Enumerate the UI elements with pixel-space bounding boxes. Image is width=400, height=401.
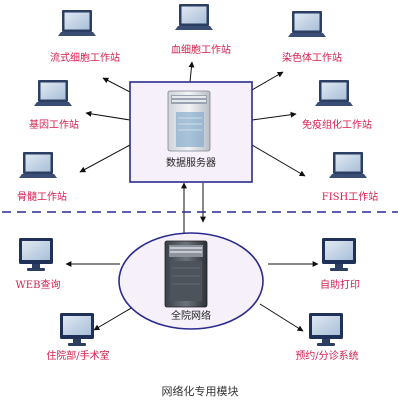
laptop-icon	[34, 80, 72, 106]
monitor-icon	[19, 238, 53, 271]
monitor-web	[19, 238, 53, 271]
server-icon	[167, 90, 211, 152]
label-web-query: WEB查询	[15, 280, 61, 291]
laptop-fish	[329, 152, 367, 178]
monitor-icon	[309, 313, 343, 346]
laptop-icon	[315, 80, 353, 106]
laptop-gene	[34, 80, 72, 106]
server-arrows	[79, 61, 306, 177]
label-ward-surgery: 住院部/手术室	[46, 351, 110, 362]
monitor-ward	[60, 313, 94, 346]
laptop-icon	[19, 152, 57, 178]
monitor-appt	[309, 313, 343, 346]
laptop-icon	[58, 10, 96, 36]
laptop-immuno	[315, 80, 353, 106]
arrow-to-immuno	[251, 111, 297, 121]
label-gene-station: 基因工作站	[29, 120, 79, 131]
hospital-network-node	[118, 232, 264, 330]
laptop-icon	[329, 152, 367, 178]
monitor-icon	[60, 313, 94, 346]
laptop-icon	[288, 11, 326, 37]
label-chromo-station: 染色体工作站	[282, 53, 342, 64]
arrow-to-appt	[259, 303, 304, 332]
laptop-flow	[58, 10, 96, 36]
tower-server-icon	[164, 240, 208, 308]
laptop-icon	[175, 4, 213, 30]
label-blood-station: 血细胞工作站	[171, 45, 231, 56]
label-self-print: 自助打印	[320, 280, 360, 291]
label-fish-station: FISH工作站	[321, 192, 379, 203]
arrow-to-blood	[188, 61, 195, 83]
arrow-to-marrow	[79, 144, 131, 173]
label-data-server: 数据服务器	[166, 158, 216, 169]
laptop-blood	[175, 4, 213, 30]
label-hospital-network: 全院网络	[171, 311, 211, 322]
laptop-chromo	[288, 11, 326, 37]
monitor-icon	[322, 238, 356, 271]
laptop-marrow	[19, 152, 57, 178]
label-immuno-station: 免疫组化工作站	[302, 120, 372, 131]
data-server-node	[129, 81, 253, 183]
label-appointment-triage: 预约/分诊系统	[295, 351, 359, 362]
arrow-to-chromo	[251, 71, 284, 91]
label-flow-station: 流式细胞工作站	[50, 53, 120, 64]
arrow-to-fish	[251, 144, 306, 177]
monitor-print	[322, 238, 356, 271]
diagram-caption: 网络化专用模块	[161, 385, 239, 398]
arrow-to-flow	[102, 77, 133, 94]
label-marrow-station: 骨髓工作站	[17, 192, 67, 203]
arrow-to-gene	[85, 110, 131, 121]
